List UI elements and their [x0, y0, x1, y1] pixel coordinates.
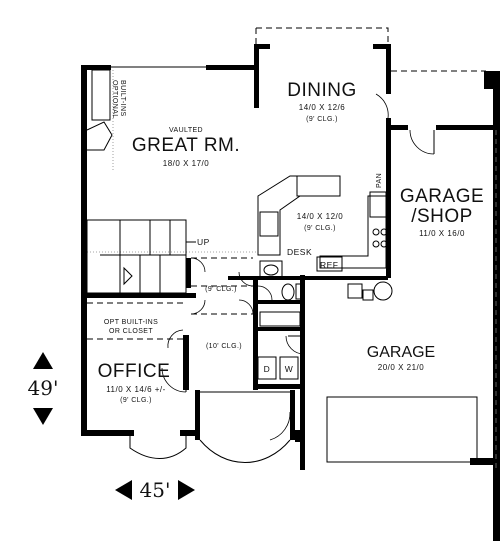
pan-label: PAN: [376, 173, 383, 188]
office-clg: (9' CLG.): [120, 397, 152, 404]
dryer-label: D: [264, 364, 271, 374]
garage-name: GARAGE: [367, 344, 435, 361]
washer-label: W: [285, 364, 294, 374]
walls: [81, 44, 500, 541]
entry-clg: (10' CLG.): [206, 343, 242, 350]
great-room-built-ins-2: BUILT-INS: [119, 80, 126, 117]
stairs: [86, 219, 196, 294]
great-room-built-ins-1: OPTIONAL: [111, 80, 118, 119]
overall-depth: 49': [28, 376, 59, 400]
garage-dim: 20/0 X 21/0: [378, 363, 424, 372]
kitchen-dim: 14/0 X 12/0: [297, 212, 343, 221]
up-label: UP: [197, 237, 210, 247]
door-swings: [161, 93, 435, 441]
arrow-down-icon: [33, 408, 53, 425]
kitchen-clg: (9' CLG.): [304, 225, 336, 232]
light-lines: [87, 27, 497, 470]
arrow-right-icon: [178, 480, 195, 500]
arrow-left-icon: [115, 480, 132, 500]
great-room-dim: 18/0 X 17/0: [163, 159, 209, 168]
ref-label: REF: [320, 260, 339, 270]
dimension-arrows: [33, 352, 195, 500]
desk-label: DESK: [287, 247, 312, 257]
dining-dim: 14/0 X 12/6: [299, 103, 345, 112]
office-note-1: OPT BUILT-INS: [104, 319, 158, 326]
office-note-2: OR CLOSET: [109, 328, 153, 335]
dining-clg: (9' CLG.): [306, 116, 338, 123]
dining-name: DINING: [287, 80, 357, 101]
kitchen-cabinets: [257, 175, 388, 272]
great-room-name: GREAT RM.: [132, 135, 240, 156]
garage-shop-name-2: /SHOP: [411, 206, 473, 227]
garage-shop-dim: 11/0 X 16/0: [419, 229, 465, 238]
overall-width: 45': [140, 478, 171, 502]
hall-clg: (9' CLG.): [205, 286, 237, 293]
bath-fixtures: [257, 260, 393, 380]
labels: DINING 14/0 X 12/6 (9' CLG.) VAULTED GRE…: [28, 80, 484, 502]
office-dim: 11/0 X 14/6 +/-: [106, 385, 166, 394]
fireplace-icon: [86, 69, 114, 170]
arrow-up-icon: [33, 352, 53, 369]
garage-shop-name-1: GARAGE: [400, 186, 484, 207]
office-name: OFFICE: [98, 361, 171, 382]
great-room-vaulted: VAULTED: [169, 127, 203, 134]
